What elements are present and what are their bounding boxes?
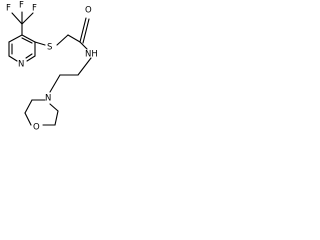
bond-ring-c6-n [8, 55, 18, 62]
bond-morph-c1-c2 [24, 99, 33, 114]
atom-f-right: F [32, 4, 37, 14]
bond-ring-c3-c4-double [21, 37, 33, 44]
bonds [8, 11, 92, 126]
bond-cf-left [11, 12, 23, 25]
bond-ring-c3-c4 [21, 34, 36, 43]
atom-morpholine-n: N [45, 94, 51, 104]
atom-f-top: F [19, 1, 24, 11]
atom-carbonyl-oxygen: O [85, 6, 92, 16]
bond-ring-c4-c5 [8, 34, 23, 43]
atom-amide-nh: NH [85, 50, 98, 60]
bond-morph-c4-n [49, 103, 59, 112]
bond-ch2-to-carbonyl [67, 34, 81, 43]
bond-carbonyl-o-double [82, 18, 90, 44]
chemical-structure-diagram: F F F N S O NH N O [6, 1, 98, 133]
bond-carbonyl-o [79, 17, 87, 43]
atom-f-left: F [6, 4, 11, 14]
bond-ring-to-s [34, 41, 46, 46]
bond-cf-right [21, 12, 34, 25]
atom-labels: F F F N S O NH N O [6, 1, 98, 133]
bond-morph-c3-c4 [54, 110, 59, 126]
atom-sulfur: S [47, 43, 52, 53]
bond-chain-to-morpholine [49, 74, 61, 93]
atom-morpholine-o: O [33, 123, 40, 133]
bond-ring-n-c2 [26, 55, 36, 62]
bond-carbonyl-to-nh [79, 41, 88, 50]
bond-nh-to-ch2 [77, 57, 92, 76]
bond-s-to-ch2 [56, 34, 69, 46]
atom-pyridine-n: N [18, 60, 24, 70]
bond-morph-c2-o [24, 112, 32, 126]
bond-ring-n-c2-double [25, 53, 33, 59]
